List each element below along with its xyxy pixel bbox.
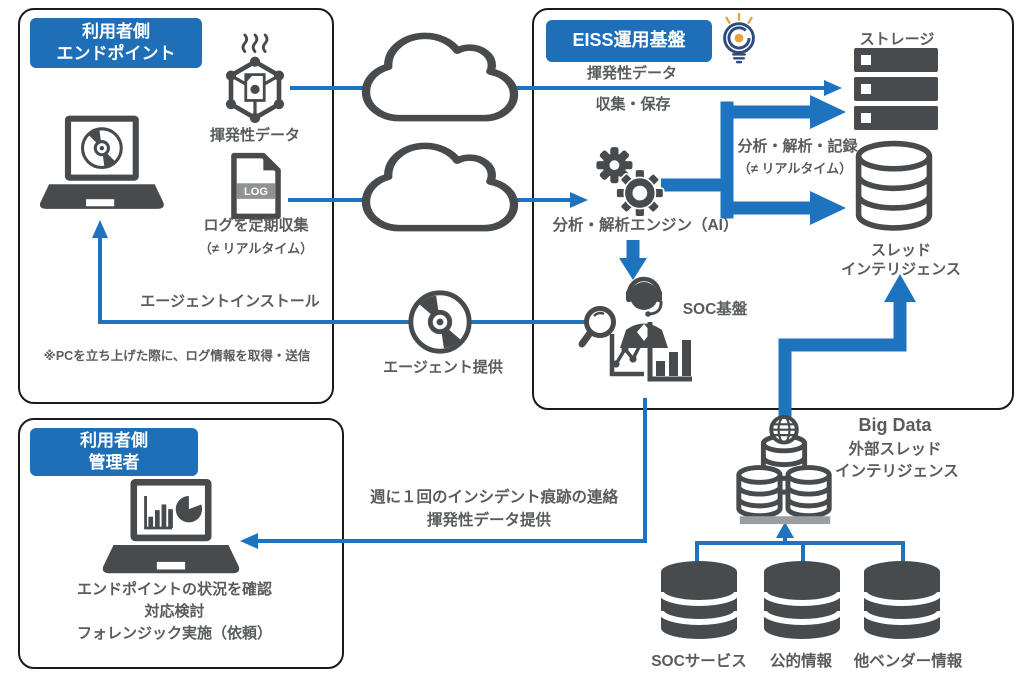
cloud-icon (361, 30, 519, 124)
log-collect-label: ログを定期収集 (203, 217, 309, 234)
laptop-cd-icon (35, 114, 167, 214)
bigdata-label-line1: Big Data (858, 415, 932, 435)
eiss-collect-label: 収集・保存 (595, 96, 671, 113)
log-file-text: LOG (244, 186, 268, 198)
lightbulb-idea-icon (714, 12, 764, 68)
log-file-icon: LOG (228, 152, 284, 220)
source-label-public-info: 公的情報 (769, 653, 832, 670)
volatile-cube-icon (212, 33, 298, 130)
database-cylinder-icon (853, 138, 935, 234)
agent-provide-label: エージェント提供 (383, 359, 503, 376)
solid-database-icon (861, 560, 943, 642)
bigdata-globe-db-icon (725, 414, 845, 528)
admin-desc-line3: フォレンジック実施（依頼） (76, 625, 272, 642)
solid-database-icon (658, 560, 740, 642)
log-collect-note: （≠ リアルタイム） (198, 241, 314, 256)
soc-label: SOC基盤 (682, 301, 748, 318)
endpoint-title-line1: 利用者側 (82, 21, 150, 41)
endpoint-header: 利用者側 エンドポイント (30, 18, 202, 68)
threat-db-label-line2: インテリジェンス (841, 261, 961, 278)
admin-title-line2: 管理者 (88, 453, 140, 472)
engine-label: 分析・解析エンジン（AI） (552, 217, 739, 234)
admin-laptop-charts-icon (100, 479, 242, 577)
soc-analyst-icon (578, 276, 698, 388)
admin-title-line1: 利用者側 (80, 430, 148, 450)
record-note: （≠ リアルタイム） (737, 161, 853, 176)
gears-ai-engine-icon (589, 143, 671, 221)
admin-header: 利用者側 管理者 (30, 428, 198, 476)
admin-desc-line1: エンドポイントの状況を確認 (76, 581, 272, 598)
volatile-data-label: 揮発性データ (209, 127, 300, 144)
server-storage-icon (853, 48, 939, 132)
weekly-report-line1: 週に１回のインシデント痕跡の連絡 (369, 489, 618, 506)
bigdata-label-line2: 外部スレッド (848, 441, 942, 458)
source-label-other-vendor: 他ベンダー情報 (853, 653, 963, 670)
solid-database-icon (761, 560, 843, 642)
agent-install-label: エージェントインストール (140, 293, 320, 310)
record-label: 分析・解析・記録 (737, 138, 858, 155)
source-label-soc-service: SOCサービス (651, 653, 747, 670)
eiss-title: EISS運用基盤 (572, 30, 686, 51)
cd-disc-icon (406, 288, 474, 356)
weekly-report-line2: 揮発性データ提供 (426, 512, 551, 529)
eiss-volatile-label: 揮発性データ (586, 65, 677, 82)
threat-db-label-line1: スレッド (870, 242, 931, 259)
eiss-header: EISS運用基盤 (546, 20, 712, 62)
admin-desc-line2: 対応検討 (144, 603, 205, 620)
endpoint-note: ※PCを立ち上げた際に、ログ情報を取得・送信 (43, 349, 311, 363)
cloud-icon (361, 140, 519, 234)
endpoint-title-line2: エンドポイント (56, 44, 176, 63)
bigdata-label-line3: インテリジェンス (835, 463, 959, 480)
storage-label: ストレージ (859, 31, 935, 48)
